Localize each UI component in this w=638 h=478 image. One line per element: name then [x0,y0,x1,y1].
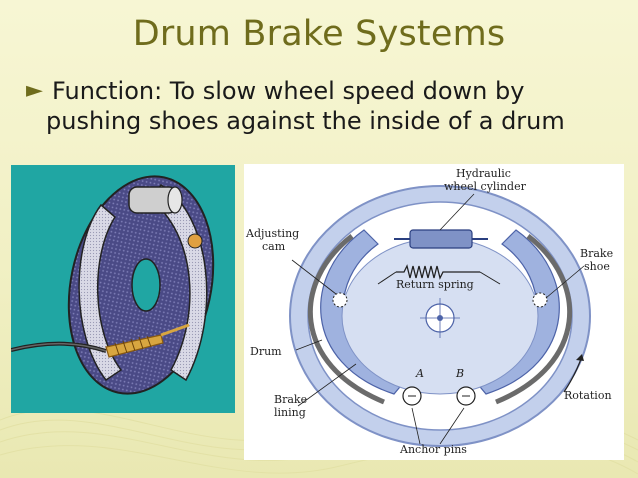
label-return-spring: Return spring [396,278,474,291]
label-drum: Drum [250,345,282,358]
label-a: A [416,367,424,380]
label-brake-lining-2: lining [274,406,306,419]
drum-brake-diagram: Hydraulic wheel cylinder Adjusting cam R… [244,164,624,460]
label-cam: cam [262,240,286,253]
label-anchor-pins: Anchor pins [400,443,467,456]
drum-brake-3d-image [11,175,215,395]
label-b: B [456,367,465,380]
label-rotation: Rotation [564,389,612,402]
bullet-line-2: pushing shoes against the inside of a dr… [46,107,565,135]
label-brake-shoe-1: Brake [580,247,614,260]
drum-brake-schematic [289,185,591,447]
label-adjusting: Adjusting [246,227,300,240]
bullet-line-1: Function: To slow wheel speed down by [52,77,525,105]
slide-title: Drum Brake Systems [132,14,506,54]
bullet-arrow-icon: ► [26,78,43,103]
drum-brake-illustration [11,165,235,413]
label-wheel-cylinder: wheel cylinder [444,180,526,193]
label-hydraulic: Hydraulic [456,167,511,180]
label-brake-lining-1: Brake [274,393,308,406]
label-brake-shoe-2: shoe [584,260,610,273]
